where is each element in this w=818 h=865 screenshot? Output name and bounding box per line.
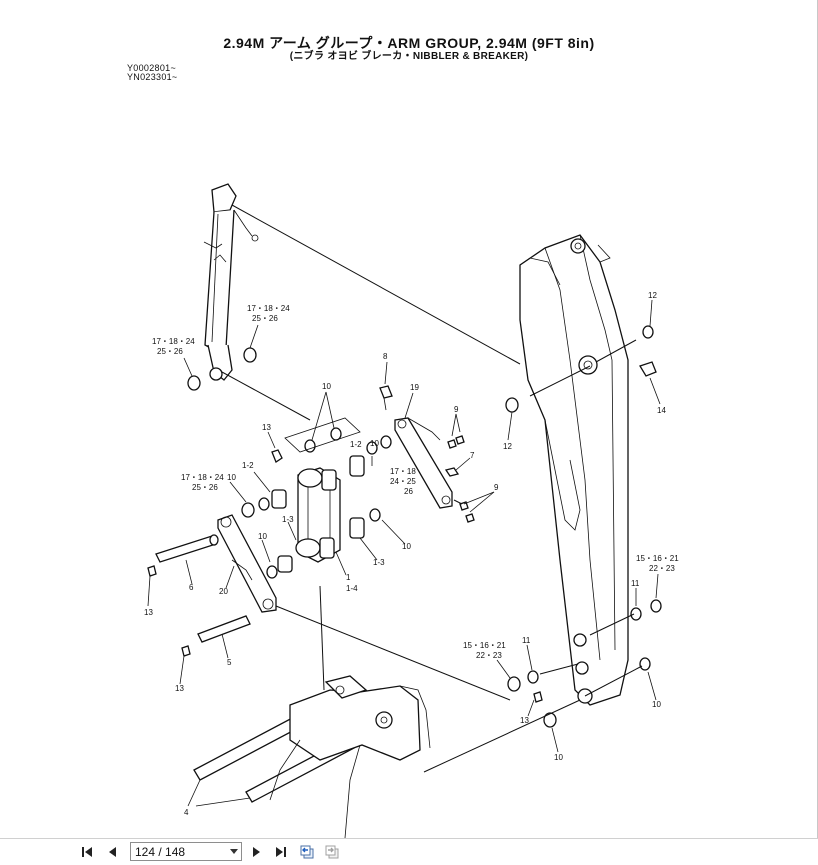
previous-view-button[interactable] xyxy=(298,843,316,861)
first-page-icon xyxy=(82,847,92,857)
callout-9-b: 9 xyxy=(494,483,499,492)
callout-10-f: 10 xyxy=(652,700,661,709)
first-page-button[interactable] xyxy=(78,843,96,861)
callout-12-a: 12 xyxy=(648,291,657,300)
link-19 xyxy=(394,417,453,509)
callout-10-e: 10 xyxy=(402,542,411,551)
callout-15-b-line1: 15・16・21 xyxy=(463,641,506,650)
page-subtitle: (ニブラ オヨビ ブレーカ・NIBBLER & BREAKER) xyxy=(289,51,529,62)
callout-9-a: 9 xyxy=(454,405,459,414)
callout-11-a: 11 xyxy=(631,579,640,588)
previous-page-button[interactable] xyxy=(104,843,122,861)
callout-1: 1 xyxy=(346,573,351,582)
callout-15-b-line2: 22・23 xyxy=(476,651,502,660)
serial-number-1: Y0002801~ xyxy=(127,63,176,73)
link-20 xyxy=(217,514,277,613)
last-page-button[interactable] xyxy=(272,843,290,861)
attachment-bracket xyxy=(269,675,431,838)
callout-13-d: 13 xyxy=(520,716,529,725)
callout-5: 5 xyxy=(227,658,232,667)
document-page: 2.94M アーム グループ・ARM GROUP, 2.94M (9FT 8in… xyxy=(127,0,818,838)
callout-17-b-line1: 17・18・24 xyxy=(152,337,195,346)
viewer-toolbar: 124 / 148 xyxy=(0,838,818,865)
callout-17-d-line1: 17・18・24 xyxy=(181,473,224,482)
callout-17-a-line2: 25・26 xyxy=(252,314,278,323)
callout-1-2-b: 1-2 xyxy=(350,440,362,449)
bolts-and-fittings xyxy=(147,361,657,703)
callout-12-b: 12 xyxy=(503,442,512,451)
callout-1-3-a: 1-3 xyxy=(282,515,294,524)
page-number-display: 124 / 148 xyxy=(135,844,186,859)
serial-number-2: YN023301~ xyxy=(127,72,178,82)
previous-page-icon xyxy=(109,847,116,857)
callout-17-c-line2: 24・25 xyxy=(390,477,416,486)
callout-15-a-line1: 15・16・21 xyxy=(636,554,679,563)
callout-17-c-line3: 26 xyxy=(404,487,413,496)
bushings-and-shims xyxy=(187,325,662,728)
callout-17-a-line1: 17・18・24 xyxy=(247,304,290,313)
page-dropdown-button[interactable] xyxy=(227,848,241,855)
callout-13-a: 13 xyxy=(262,423,271,432)
page-number-field[interactable]: 124 / 148 xyxy=(130,842,242,861)
callout-11-b: 11 xyxy=(522,636,531,645)
callout-20: 20 xyxy=(219,587,228,596)
callout-10-b: 10 xyxy=(370,439,379,448)
next-page-icon xyxy=(253,847,260,857)
callout-8: 8 xyxy=(383,352,388,361)
callout-17-c-line1: 17・18 xyxy=(390,467,416,476)
callout-14: 14 xyxy=(657,406,666,415)
callout-10-d: 10 xyxy=(258,532,267,541)
next-view-button[interactable] xyxy=(323,843,341,861)
callout-13-b: 13 xyxy=(144,608,153,617)
callout-10-c: 10 xyxy=(227,473,236,482)
callout-19: 19 xyxy=(410,383,419,392)
callout-labels: 12 14 12 17・18・24 25・26 17・18・24 25・26 8… xyxy=(144,291,679,817)
page-title: 2.94M アーム グループ・ARM GROUP, 2.94M (9FT 8in… xyxy=(223,35,595,51)
callout-7: 7 xyxy=(470,451,475,460)
callout-15-a-line2: 22・23 xyxy=(649,564,675,573)
last-page-icon xyxy=(276,847,286,857)
arm-body xyxy=(519,234,629,706)
link-assembly-1 xyxy=(295,467,341,563)
callout-13-c: 13 xyxy=(175,684,184,693)
callout-1-4: 1-4 xyxy=(346,584,358,593)
assembly-lines xyxy=(221,204,643,773)
callout-10-a: 10 xyxy=(322,382,331,391)
chevron-down-icon xyxy=(230,848,238,854)
callout-1-2-a: 1-2 xyxy=(242,461,254,470)
previous-view-icon xyxy=(300,845,314,859)
callout-10-g: 10 xyxy=(554,753,563,762)
callout-17-b-line2: 25・26 xyxy=(157,347,183,356)
callout-4: 4 xyxy=(184,808,189,817)
exploded-parts-diagram: 12 14 12 17・18・24 25・26 17・18・24 25・26 8… xyxy=(144,183,679,838)
leader-lines xyxy=(147,299,661,807)
callout-1-3-b: 1-3 xyxy=(373,558,385,567)
arm-cylinder xyxy=(203,183,259,381)
next-page-button[interactable] xyxy=(247,843,265,861)
callout-17-d-line2: 25・26 xyxy=(192,483,218,492)
callout-6: 6 xyxy=(189,583,194,592)
next-view-icon xyxy=(325,845,339,859)
